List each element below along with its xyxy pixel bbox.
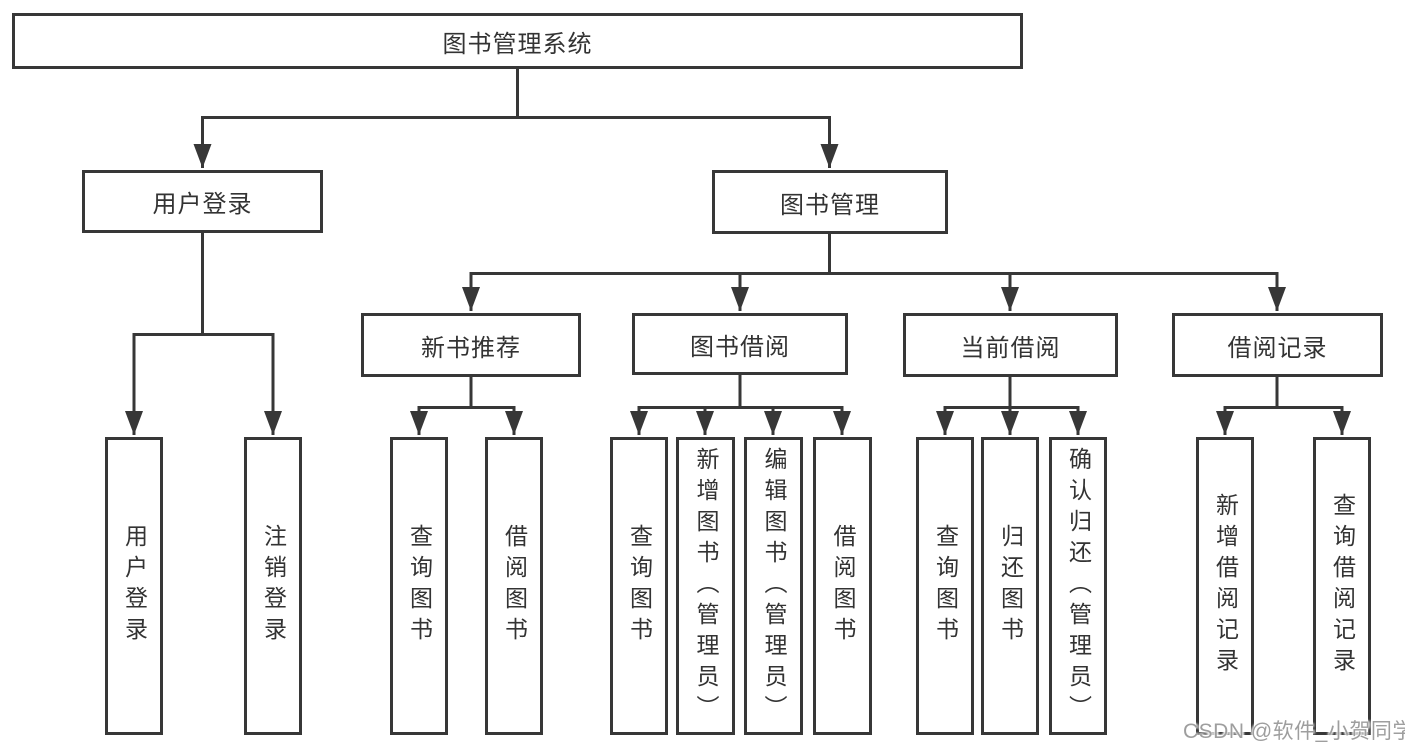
node-leaf-return-book: 归还图书 [981, 437, 1039, 735]
node-leaf-confirm-return-admin: 确认归还（管理员） [1049, 437, 1107, 735]
node-leaf-query-borrow-record: 查询借阅记录 [1313, 437, 1371, 735]
node-user-login: 用户登录 [82, 170, 323, 233]
connector-arrows [125, 117, 1351, 435]
node-leaf-user-login: 用户登录 [105, 437, 163, 735]
csdn-watermark: CSDN @软件_小贺同学 [1183, 720, 1405, 743]
connector-trunks [132, 69, 1344, 409]
node-book-management: 图书管理 [712, 170, 948, 234]
node-leaf-recommend-query-book: 查询图书 [390, 437, 448, 735]
node-book-borrow: 图书借阅 [632, 313, 848, 375]
node-leaf-add-book-admin: 新增图书（管理员） [676, 437, 735, 735]
node-leaf-current-query-book: 查询图书 [916, 437, 974, 735]
node-leaf-recommend-borrow-book: 借阅图书 [485, 437, 543, 735]
node-borrow-record: 借阅记录 [1172, 313, 1383, 377]
node-current-borrow: 当前借阅 [903, 313, 1118, 377]
node-leaf-borrow-book: 借阅图书 [813, 437, 872, 735]
node-leaf-add-borrow-record: 新增借阅记录 [1196, 437, 1254, 735]
node-leaf-logout: 注销登录 [244, 437, 302, 735]
node-leaf-edit-book-admin: 编辑图书（管理员） [744, 437, 803, 735]
node-leaf-borrow-query-book: 查询图书 [610, 437, 668, 735]
node-new-book-recommend: 新书推荐 [361, 313, 581, 377]
node-system-root: 图书管理系统 [12, 13, 1023, 69]
